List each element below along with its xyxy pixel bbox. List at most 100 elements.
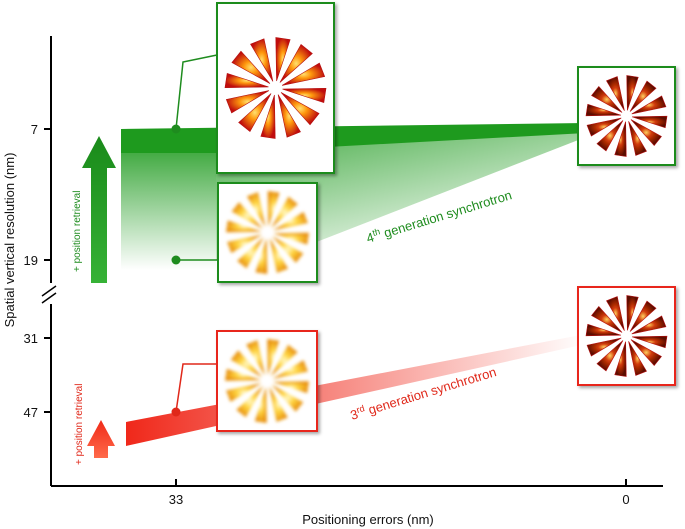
star-blade bbox=[231, 202, 263, 229]
star-blade bbox=[277, 94, 301, 138]
data-markers bbox=[171, 124, 181, 417]
star-blade bbox=[606, 76, 625, 111]
star-blade bbox=[275, 37, 291, 82]
inset-image bbox=[577, 66, 676, 166]
inset-frame bbox=[216, 2, 335, 174]
y-tick-label: 47 bbox=[24, 405, 38, 420]
star-blade bbox=[226, 220, 262, 233]
star-blade bbox=[606, 296, 625, 331]
star-blade bbox=[614, 341, 627, 377]
star-blade bbox=[230, 350, 263, 378]
siemens-star bbox=[225, 339, 309, 423]
star-blade bbox=[237, 237, 264, 269]
star-blade bbox=[280, 92, 320, 126]
position-retrieval-label-green: + position retrieval bbox=[72, 191, 83, 272]
siemens-star bbox=[226, 191, 309, 274]
star-blade bbox=[272, 211, 308, 231]
star-blade bbox=[255, 238, 268, 274]
siemens-star bbox=[585, 295, 668, 377]
star-blade bbox=[267, 339, 280, 376]
star-blade bbox=[629, 300, 657, 332]
star-blade bbox=[225, 368, 262, 381]
inset-frame bbox=[577, 286, 676, 386]
star-blade bbox=[614, 121, 627, 157]
siemens-star bbox=[585, 75, 668, 157]
star-blade bbox=[272, 236, 304, 263]
y-tick-label: 7 bbox=[31, 122, 38, 137]
arrow-green bbox=[82, 136, 116, 283]
star-blade bbox=[282, 87, 327, 104]
star-blade bbox=[273, 232, 309, 245]
star-blade bbox=[585, 103, 621, 117]
inset-image bbox=[216, 2, 335, 174]
star-blade bbox=[224, 72, 269, 89]
star-blade bbox=[231, 50, 271, 84]
star-blade bbox=[238, 93, 272, 133]
inset-image bbox=[216, 330, 318, 432]
position-retrieval-label-red: + position retrieval bbox=[74, 384, 85, 465]
inset-image bbox=[577, 286, 676, 386]
axes: 7 19 31 47 33 0 bbox=[24, 36, 663, 507]
star-blade bbox=[631, 315, 667, 335]
x-tick-label: 33 bbox=[169, 492, 183, 507]
star-blade bbox=[260, 94, 276, 139]
star-blade bbox=[596, 120, 624, 152]
star-blade bbox=[225, 90, 270, 114]
inset-connectors bbox=[175, 54, 218, 413]
star-blade bbox=[628, 121, 647, 156]
arrow-red bbox=[87, 420, 115, 458]
star-blade bbox=[279, 43, 313, 83]
position-retrieval-arrows bbox=[82, 136, 116, 458]
y-tick-label: 19 bbox=[24, 253, 38, 268]
star-blade bbox=[236, 385, 264, 418]
star-blade bbox=[267, 191, 280, 227]
inset-image bbox=[217, 182, 318, 283]
star-blade bbox=[630, 119, 662, 147]
star-blade bbox=[591, 85, 623, 113]
image-insets bbox=[216, 2, 676, 432]
star-blade bbox=[591, 305, 623, 333]
connector bbox=[175, 54, 218, 130]
x-axis-title: Positioning errors (nm) bbox=[302, 512, 434, 527]
star-blade bbox=[629, 80, 657, 112]
inset-frame bbox=[217, 182, 318, 283]
inset-frame bbox=[577, 66, 676, 166]
star-blade bbox=[246, 192, 266, 228]
band-red bbox=[126, 334, 586, 446]
star-blade bbox=[270, 344, 298, 377]
star-blade bbox=[227, 234, 263, 254]
data-point bbox=[171, 407, 181, 417]
axis-break-mark bbox=[41, 285, 57, 297]
siemens-star bbox=[224, 37, 327, 139]
star-blade bbox=[272, 381, 309, 394]
data-point bbox=[171, 255, 181, 265]
star-blade bbox=[626, 75, 639, 111]
star-blade bbox=[631, 95, 667, 115]
star-blade bbox=[254, 386, 267, 423]
star-blade bbox=[626, 295, 639, 331]
connector bbox=[175, 363, 217, 413]
star-blade bbox=[269, 237, 289, 273]
inset-frame bbox=[216, 330, 318, 432]
y-tick-label: 31 bbox=[24, 331, 38, 346]
star-blade bbox=[226, 383, 262, 402]
star-blade bbox=[630, 339, 662, 367]
star-blade bbox=[632, 335, 668, 349]
x-tick-label: 0 bbox=[622, 492, 629, 507]
axis-break-mark bbox=[41, 292, 57, 304]
data-point bbox=[171, 124, 181, 134]
y-axis-title: Spatial vertical resolution (nm) bbox=[2, 153, 17, 328]
star-blade bbox=[596, 340, 624, 372]
star-blade bbox=[272, 360, 308, 379]
star-blade bbox=[271, 196, 298, 228]
star-blade bbox=[632, 115, 668, 129]
star-blade bbox=[281, 62, 326, 86]
star-blade bbox=[585, 323, 621, 337]
star-blade bbox=[628, 341, 647, 376]
star-blade bbox=[586, 337, 622, 357]
star-blade bbox=[269, 386, 288, 422]
star-blade bbox=[250, 38, 274, 82]
star-blade bbox=[246, 340, 265, 376]
star-blade bbox=[586, 117, 622, 137]
